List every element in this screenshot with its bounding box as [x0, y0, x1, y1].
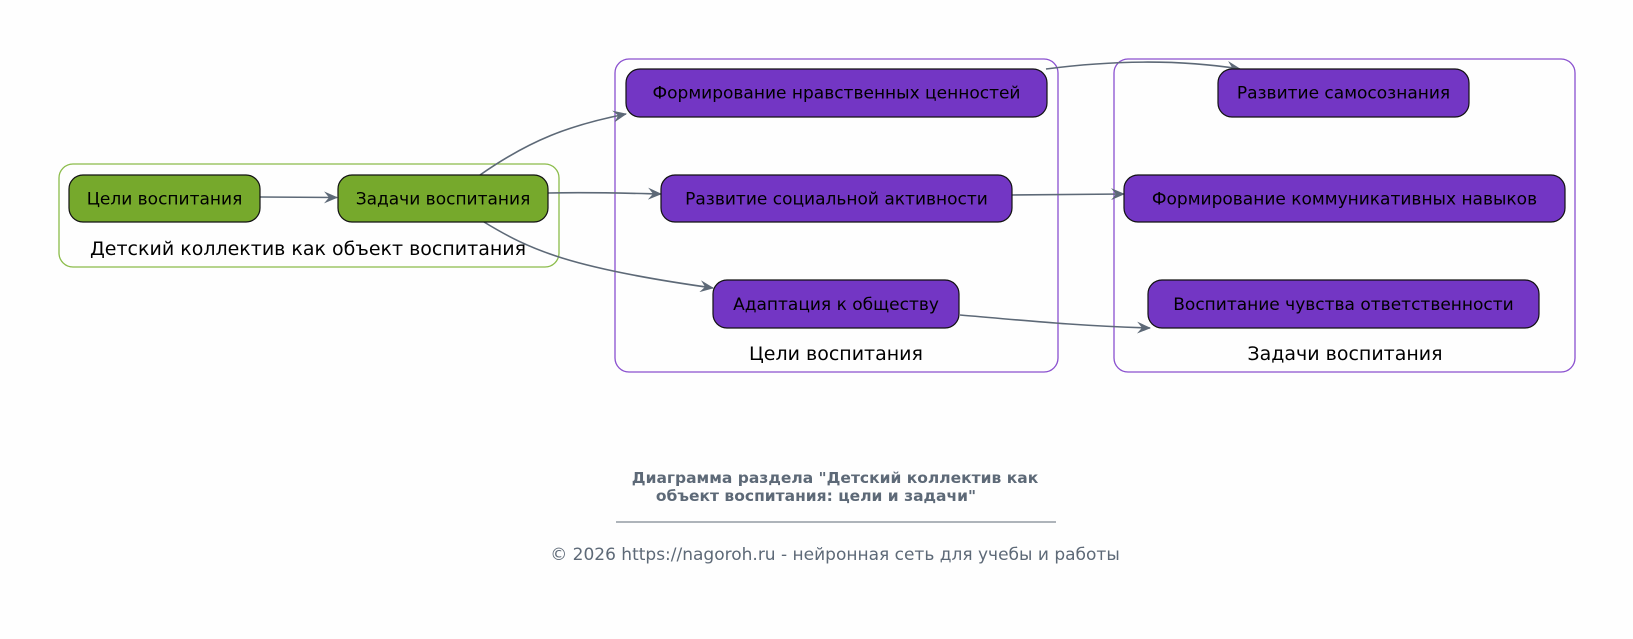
cluster-collective-border — [58, 163, 560, 268]
cluster-tasks: Задачи воспитания — [1113, 58, 1576, 373]
edge-tasks-to-moral-values — [479, 110, 627, 176]
cluster-goals-label: Цели воспитания — [749, 343, 923, 365]
cluster-tasks-border — [1113, 58, 1576, 373]
node-moral-values[interactable]: Формирование нравственных ценностей — [625, 68, 1048, 118]
footer: Диаграмма раздела "Детский коллектив как… — [550, 469, 1120, 565]
node-adaptation[interactable]: Адаптация к обществу — [712, 279, 960, 329]
node-communication[interactable]: Формирование коммуникативных навыков — [1123, 174, 1566, 223]
edges — [259, 61, 1241, 334]
edge-adaptation-to-responsibility — [959, 314, 1151, 334]
edge-tasks-to-social-activity — [547, 187, 662, 200]
node-tasks-label: Задачи воспитания — [356, 190, 531, 210]
node-social-activity[interactable]: Развитие социальной активности — [660, 174, 1013, 223]
cluster-goals: Цели воспитания — [614, 58, 1059, 373]
node-self-awareness[interactable]: Развитие самосознания — [1217, 68, 1470, 118]
footer-title-line2: объект воспитания: цели и задачи" — [656, 487, 976, 505]
edge-social-activity-to-communication — [1011, 188, 1125, 201]
footer-title-line1: Диаграмма раздела "Детский коллектив как — [632, 469, 1039, 487]
edge-goals-to-tasks — [259, 191, 338, 204]
cluster-tasks-label: Задачи воспитания — [1247, 343, 1442, 365]
node-moral-values-label: Формирование нравственных ценностей — [653, 84, 1021, 104]
edge-tasks-to-adaptation — [483, 221, 714, 293]
node-self-awareness-label: Развитие самосознания — [1237, 84, 1450, 104]
node-tasks[interactable]: Задачи воспитания — [337, 174, 549, 223]
edge-moral-values-to-self-awareness — [1045, 61, 1241, 73]
node-adaptation-label: Адаптация к обществу — [733, 295, 939, 315]
node-communication-label: Формирование коммуникативных навыков — [1152, 190, 1537, 210]
node-social-activity-label: Развитие социальной активности — [685, 190, 988, 210]
node-goals[interactable]: Цели воспитания — [68, 174, 261, 223]
footer-copyright: © 2026 https://nagoroh.ru - нейронная се… — [550, 545, 1120, 565]
node-goals-label: Цели воспитания — [87, 190, 243, 210]
cluster-goals-border — [614, 58, 1059, 373]
cluster-collective-label: Детский коллектив как объект воспитания — [90, 238, 526, 260]
node-responsibility[interactable]: Воспитание чувства ответственности — [1147, 279, 1540, 329]
cluster-collective: Детский коллектив как объект воспитания — [58, 163, 560, 268]
node-responsibility-label: Воспитание чувства ответственности — [1173, 295, 1513, 315]
